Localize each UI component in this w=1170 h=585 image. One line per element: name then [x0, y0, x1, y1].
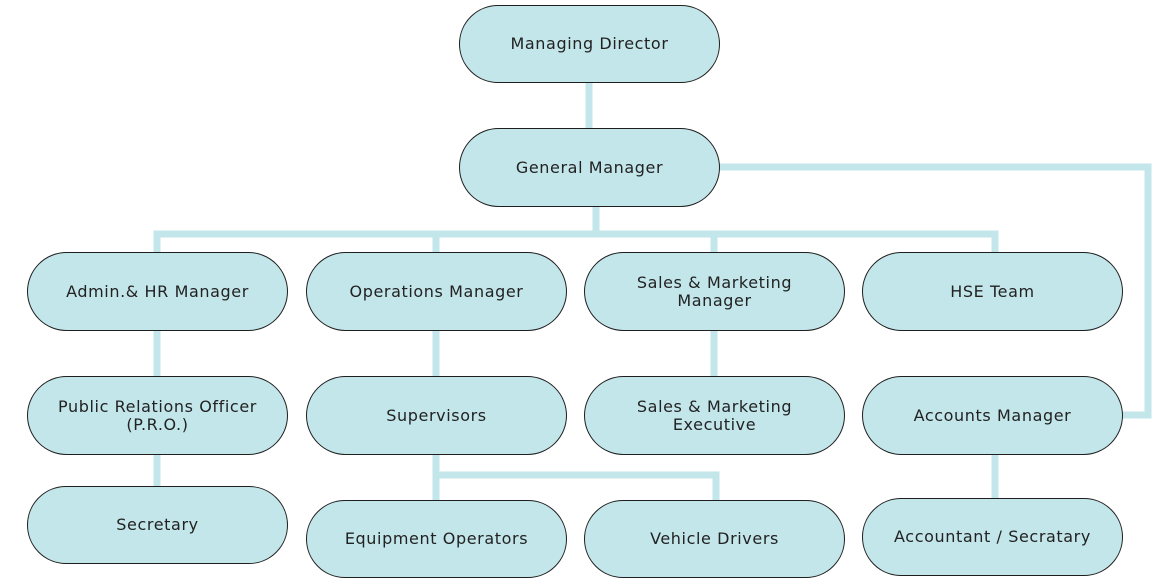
- public-relations-officer-node: Public Relations Officer (P.R.O.): [27, 376, 288, 455]
- accountant-secretary-node: Accountant / Secratary: [862, 498, 1123, 576]
- supervisors-node: Supervisors: [306, 376, 567, 455]
- admin-hr-manager-node: Admin.& HR Manager: [27, 252, 288, 331]
- accounts-manager-node: Accounts Manager: [862, 376, 1123, 455]
- vehicle-drivers-node: Vehicle Drivers: [584, 500, 845, 578]
- hse-team-node: HSE Team: [862, 252, 1123, 331]
- connector-gm-accounts: [715, 163, 1152, 419]
- connector-supervisors-bus: [432, 471, 720, 504]
- managing-director-node: Managing Director: [459, 5, 720, 83]
- general-manager-node: General Manager: [459, 128, 720, 207]
- equipment-operators-node: Equipment Operators: [306, 500, 567, 578]
- sales-marketing-manager-node: Sales & Marketing Manager: [584, 252, 845, 331]
- sales-marketing-executive-node: Sales & Marketing Executive: [584, 376, 845, 455]
- operations-manager-node: Operations Manager: [306, 252, 567, 331]
- secretary-node: Secretary: [27, 486, 288, 564]
